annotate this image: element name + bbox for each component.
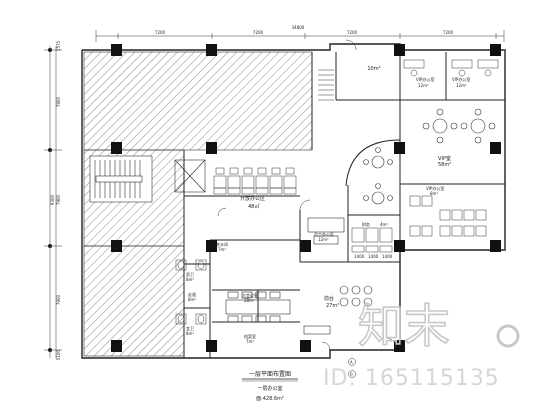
top-dim-4: 7200 [443, 30, 454, 35]
label-womens-wc: 女卫 [186, 325, 194, 331]
label-staff-office: 员工办公区 [314, 231, 334, 237]
left-dim-5: 7900 [56, 294, 61, 305]
area-corridor: 8m² [188, 297, 196, 302]
vip-office-desks [403, 59, 499, 237]
staircase [89, 155, 153, 203]
drawing-title: 一层平面布置图 [249, 370, 291, 378]
axis-label-a: A [350, 360, 353, 365]
label-it-room: 10m² [367, 66, 380, 72]
area-vip-office-1: 12m² [418, 83, 429, 88]
area-finance: 4m² [380, 222, 388, 227]
label-finance: 财务 [362, 221, 370, 227]
top-dim-2: 7200 [253, 30, 264, 35]
axis-label-b: B [350, 372, 353, 377]
drawing-subtitle: 一层办公室 [257, 385, 282, 392]
left-dim-3: 9300 [50, 194, 55, 205]
label-meeting: 大会议室 [242, 292, 258, 298]
label-reception: 前台 [324, 295, 334, 302]
area-open-office: 48㎡ [248, 203, 259, 210]
watermark-logo: 知末 [358, 298, 520, 352]
label-archive: 档案室 [244, 333, 256, 339]
small-dim-1: 1400 [354, 254, 365, 259]
workstations-open-office [213, 167, 297, 195]
label-vip-office-3: VIP办公室 [426, 185, 444, 191]
area-vip-office-3: 8m² [430, 191, 438, 196]
exterior-walls [81, 43, 506, 359]
area-pantry: 7m² [218, 247, 226, 252]
left-dim-2: 7900 [56, 96, 61, 107]
elevator-shaft [174, 159, 206, 193]
top-dimension-line [95, 30, 505, 42]
total-area-label: 面:428.6m² [256, 396, 284, 402]
area-meeting: 28m² [244, 298, 255, 303]
interior-walls [183, 50, 505, 358]
axis-dot [48, 244, 52, 248]
hatched-zone-lower [83, 245, 185, 357]
area-vip-office-2: 12m² [456, 83, 467, 88]
top-dim-total: 34800 [292, 25, 305, 30]
exterior-stair [318, 69, 334, 101]
structural-columns [111, 44, 501, 352]
left-dim-4: 7900 [56, 194, 61, 205]
left-dim-6: 5100 [56, 349, 61, 360]
label-vip-office-1: VIP办公室 [416, 76, 434, 82]
meeting-table [225, 291, 291, 323]
area-vip-lounge: 58m² [438, 162, 451, 168]
watermark-id: ID: 165115135 [323, 366, 500, 391]
axis-marker-a [348, 358, 356, 366]
area-womens-wc: 8m² [186, 331, 194, 336]
axis-dot [48, 48, 52, 52]
area-archive: 7m² [246, 339, 254, 344]
watermark-logo-text: 知末 [358, 299, 450, 352]
label-mens-wc: 男卫 [186, 272, 194, 277]
label-corridor: 走道 [188, 291, 196, 297]
staff-office-desks [351, 227, 393, 253]
area-staff-office: 12m² [318, 237, 329, 242]
area-reception: 27m² [326, 303, 339, 309]
curved-glass-wall [345, 139, 401, 187]
area-mens-wc: 8m² [186, 277, 194, 282]
label-vip-lounge: VIP室 [438, 155, 451, 162]
door-swings [217, 39, 397, 351]
small-dim-2: 1400 [368, 254, 379, 259]
vip-round-tables [363, 108, 496, 205]
top-dim-1: 7200 [155, 30, 166, 35]
reception-furniture [303, 217, 373, 335]
label-pantry: 茶水间 [216, 241, 228, 247]
axis-dot [48, 148, 52, 152]
watermark-circle-mark [496, 324, 520, 348]
left-dimension-line [44, 46, 62, 358]
small-dim-3: 1400 [382, 254, 393, 259]
label-open-office: 开放办公区 [240, 195, 265, 202]
top-dim-3: 7200 [347, 30, 358, 35]
left-dim-1: 1575 [56, 40, 61, 51]
axis-marker-b [348, 370, 356, 378]
axis-dot [48, 348, 52, 352]
label-vip-office-2: VIP办公室 [452, 76, 470, 82]
hatched-zone-upper [83, 51, 313, 151]
toilet-fixtures [175, 259, 207, 325]
